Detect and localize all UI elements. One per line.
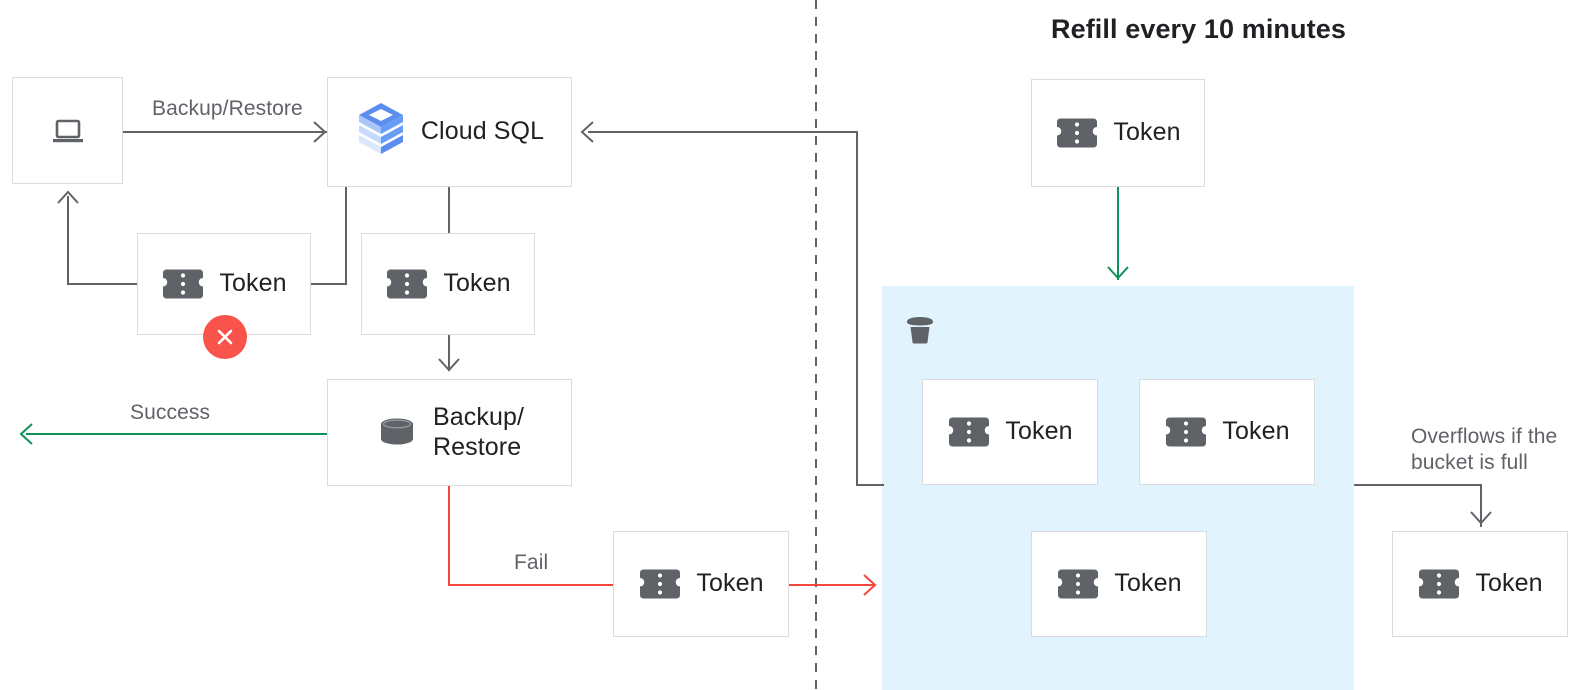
node-label-cloud-sql: Cloud SQL	[420, 117, 545, 146]
edge-tokenrequest-to-backup	[448, 335, 450, 371]
node-label-token-overflow: Token	[1475, 569, 1543, 598]
database-icon	[375, 413, 419, 453]
vertical-divider	[815, 0, 817, 690]
arrowhead-into-backup	[437, 357, 461, 381]
edge-bucket-to-cloudsql-v	[856, 131, 858, 486]
token-icon	[1417, 567, 1461, 601]
edge-label-backup-restore: Backup/Restore	[152, 97, 303, 120]
node-client[interactable]	[12, 77, 123, 184]
error-badge	[203, 315, 247, 359]
edge-cloudsql-to-tokenfailed-h	[311, 283, 347, 285]
node-token-fail-out[interactable]: Token	[613, 531, 789, 637]
cloud-sql-icon	[355, 101, 407, 163]
edge-label-overflow: Overflows if the bucket is full	[1411, 425, 1558, 475]
token-icon	[1164, 415, 1208, 449]
arrowhead-refill	[1106, 265, 1130, 289]
node-label-token-failed: Token	[219, 269, 287, 298]
node-label-bucket-token-1: Token	[1005, 417, 1073, 446]
node-label-bucket-token-3: Token	[1114, 569, 1182, 598]
token-icon	[947, 415, 991, 449]
edge-fail-h	[448, 584, 613, 586]
edge-client-to-cloudsql	[123, 131, 338, 133]
token-icon	[1055, 116, 1099, 150]
node-label-backup-restore: Backup/ Restore	[432, 403, 525, 461]
node-token-failed[interactable]: Token	[137, 233, 311, 335]
node-label-token-refill: Token	[1113, 118, 1181, 147]
edge-label-success: Success	[130, 401, 211, 424]
edge-label-fail: Fail	[514, 551, 549, 574]
edge-success	[26, 433, 327, 435]
page-title: Refill every 10 minutes	[1051, 14, 1346, 44]
arrowhead-into-client	[56, 181, 80, 205]
node-bucket-token-2[interactable]: Token	[1139, 379, 1315, 485]
edge-refill-to-bucket	[1117, 187, 1119, 280]
token-icon	[1056, 567, 1100, 601]
token-icon	[638, 567, 682, 601]
node-backup-restore[interactable]: Backup/ Restore	[327, 379, 572, 486]
laptop-icon	[49, 112, 87, 150]
edge-cloudsql-to-tokenfailed-v	[345, 187, 347, 284]
arrowhead-fail-to-bucket	[862, 573, 886, 597]
token-icon	[385, 267, 429, 301]
edge-fail-v	[448, 486, 450, 585]
edge-bucket-to-cloudsql-h1	[856, 484, 884, 486]
edge-overflow-v	[1480, 484, 1482, 527]
edge-cloudsql-to-tokenrequest	[448, 187, 450, 233]
edge-tokenfailed-to-client-h	[67, 283, 137, 285]
edge-fail-to-bucket	[789, 584, 874, 586]
node-token-request[interactable]: Token	[361, 233, 535, 335]
edge-tokenfailed-to-client-v	[67, 196, 69, 285]
token-icon	[161, 267, 205, 301]
node-label-token-request: Token	[443, 269, 511, 298]
node-bucket-token-3[interactable]: Token	[1031, 531, 1207, 637]
node-label-token-fail-out: Token	[696, 569, 764, 598]
bucket-icon	[903, 312, 937, 346]
node-cloud-sql[interactable]: Cloud SQL	[327, 77, 572, 187]
node-token-refill[interactable]: Token	[1031, 79, 1205, 187]
arrowhead-to-cloudsql	[312, 120, 336, 144]
edge-bucket-to-cloudsql-h2	[588, 131, 858, 133]
edge-overflow-h	[1354, 484, 1482, 486]
arrowhead-into-cloudsql	[571, 120, 595, 144]
node-token-overflow[interactable]: Token	[1392, 531, 1568, 637]
node-label-bucket-token-2: Token	[1222, 417, 1290, 446]
arrowhead-success	[10, 422, 34, 446]
node-bucket-token-1[interactable]: Token	[922, 379, 1098, 485]
arrowhead-overflow	[1469, 510, 1493, 534]
